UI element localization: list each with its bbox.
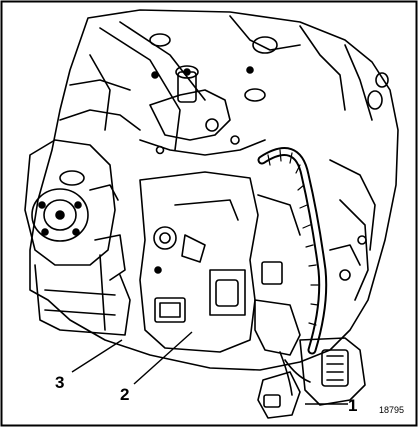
electrical-connector [299,337,366,406]
figure-reference-number: 18795 [379,405,405,415]
gearbox-housing [29,9,399,371]
callout-3: 3 [55,373,65,392]
shift-mechanism [149,89,231,141]
connector-bracket [254,299,301,356]
cooler-cylinder [24,139,116,266]
leader-line-2 [133,331,193,385]
callout-2: 2 [120,385,130,404]
wiring-harness [257,147,328,355]
control-unit-housing [139,171,259,353]
callout-1: 1 [348,396,358,415]
leader-line-3 [71,339,123,373]
